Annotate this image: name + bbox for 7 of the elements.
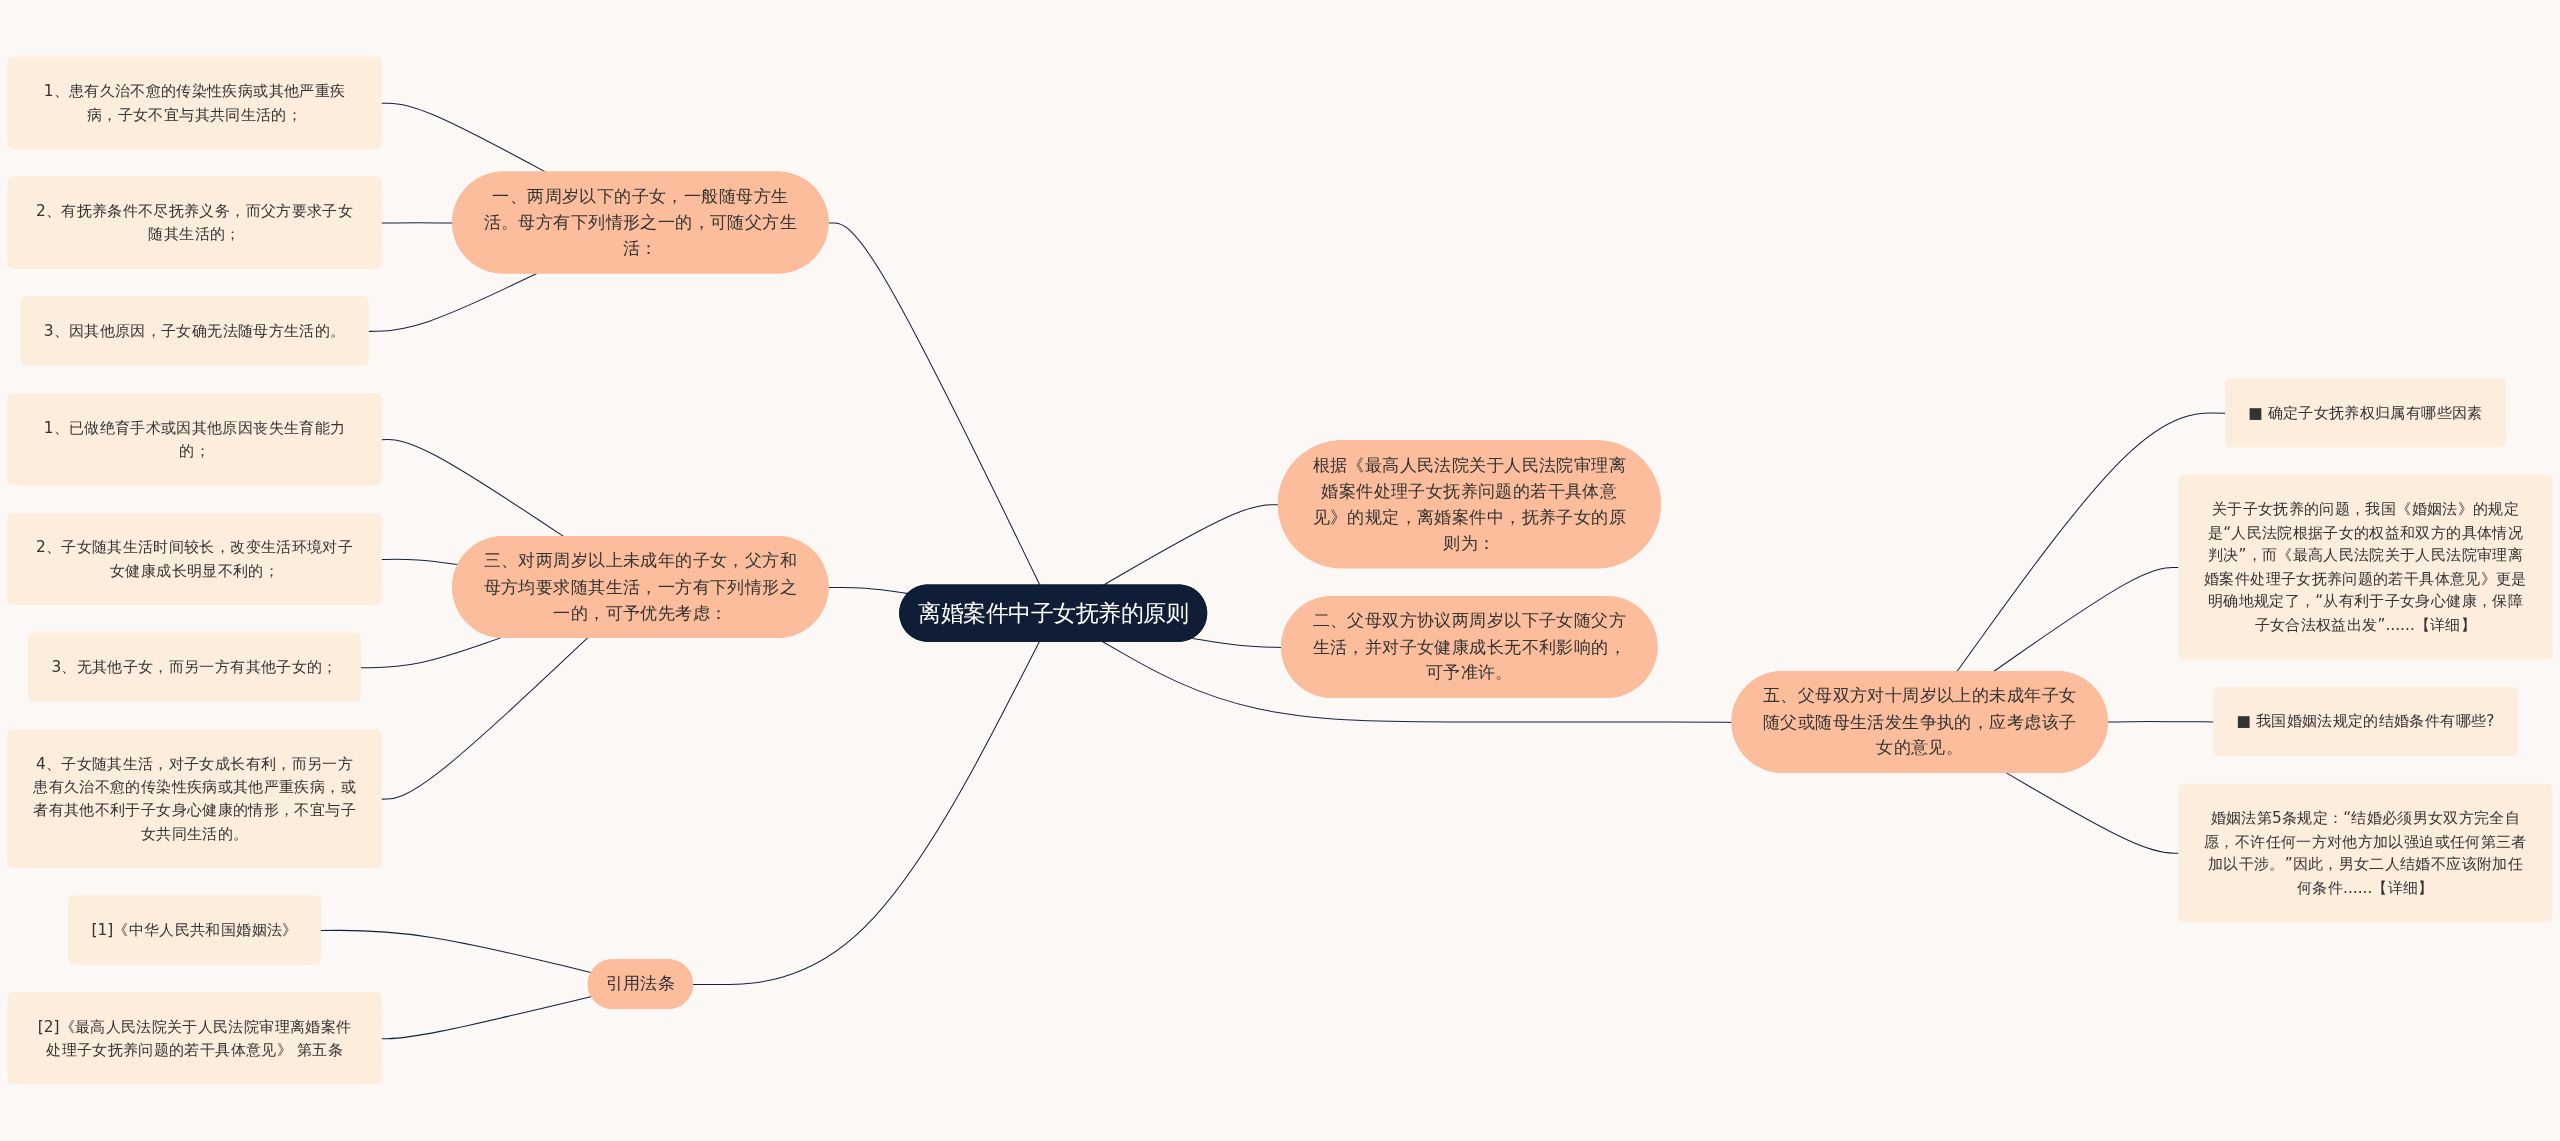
connector xyxy=(1102,641,1733,723)
connector xyxy=(380,996,593,1040)
connector xyxy=(828,222,1041,586)
connector xyxy=(692,641,1040,986)
connector xyxy=(380,637,589,800)
connector xyxy=(360,637,502,669)
connector xyxy=(367,273,538,332)
